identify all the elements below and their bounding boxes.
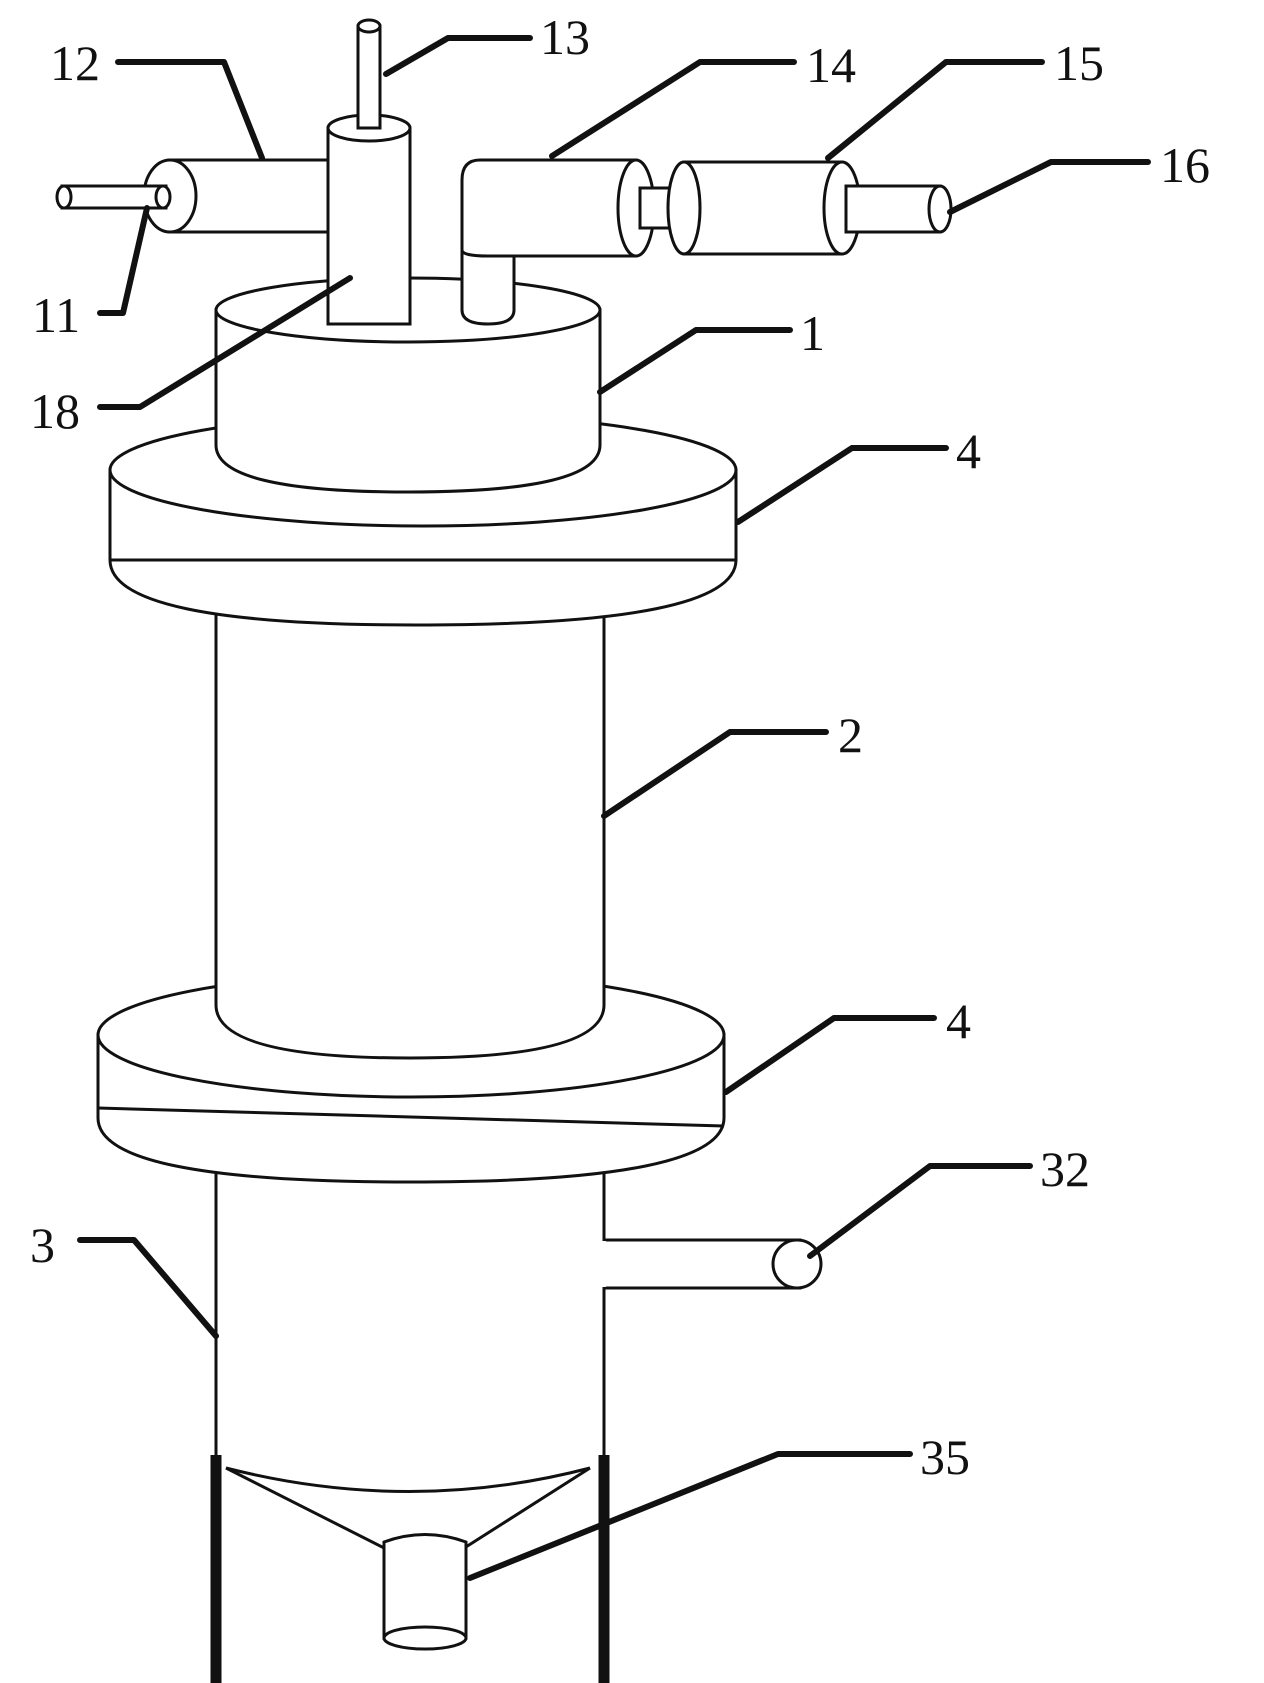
leader-35: [467, 1451, 913, 1581]
label-1: 1: [800, 305, 825, 361]
leader-16: [947, 159, 1151, 215]
label-11: 11: [32, 287, 80, 343]
label-3: 3: [30, 1217, 55, 1273]
middle-section-2: [214, 598, 606, 1060]
leader-13: [383, 35, 533, 77]
leader-4-top: [735, 445, 949, 525]
cone-bottom: [225, 1466, 591, 1554]
label-15: 15: [1054, 35, 1104, 91]
label-32: 32: [1040, 1141, 1090, 1197]
leader-1: [597, 327, 793, 395]
leader-12: [115, 59, 265, 161]
label-14: 14: [806, 37, 856, 93]
label-35: 35: [920, 1429, 970, 1485]
labels: 12 13 14 15 16 11 18 1 4 2 4 32 3 35: [30, 9, 1210, 1485]
label-4-top: 4: [956, 423, 981, 479]
label-16: 16: [1160, 137, 1210, 193]
leader-32: [807, 1163, 1033, 1259]
leader-2: [601, 729, 829, 819]
label-18: 18: [30, 383, 80, 439]
outlet-35: [382, 1533, 468, 1651]
leader-15: [825, 59, 1045, 161]
rod-13: [356, 18, 382, 130]
pipe-12: [142, 158, 332, 234]
inlet-pipe-11: [55, 184, 172, 210]
label-2: 2: [838, 707, 863, 763]
section-15: [666, 160, 862, 256]
label-13: 13: [540, 9, 590, 65]
lower-section-3: [214, 1160, 606, 1560]
leader-lines: [77, 35, 1151, 1581]
leader-4-bottom: [723, 1015, 937, 1095]
leader-18: [97, 275, 353, 410]
leader-11: [97, 205, 150, 316]
label-12: 12: [50, 35, 100, 91]
vertical-tube-18: [326, 113, 412, 326]
side-port-32: [602, 1238, 823, 1290]
leader-3: [77, 1237, 219, 1339]
outlet-pipe-16: [844, 184, 953, 234]
support-legs: [210, 1455, 610, 1683]
label-4-bottom: 4: [946, 993, 971, 1049]
leader-14: [549, 59, 797, 159]
